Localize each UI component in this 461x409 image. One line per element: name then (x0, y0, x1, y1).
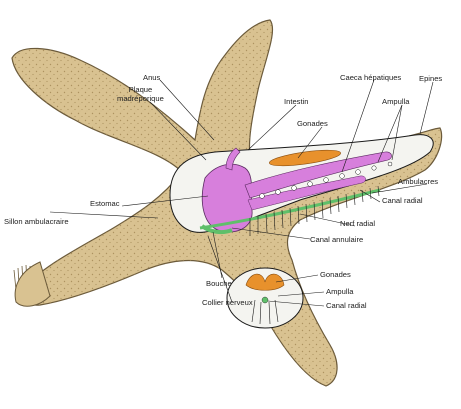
leader-lines (49, 79, 434, 307)
pyloric-caeca-shape (244, 151, 392, 199)
intestine-shape (225, 147, 241, 171)
arm-cross-section (169, 134, 434, 236)
lower-radial-canal (261, 296, 269, 304)
label-canal-radial-bottom: Canal radial (326, 301, 367, 310)
label-collier-nerveux: Collier nerveux (202, 298, 253, 307)
label-plaque-line2: madréporique (117, 94, 164, 103)
tube-feet-row (249, 185, 380, 236)
gonads-shape-lower (245, 273, 285, 291)
ring-canal-shape (200, 224, 233, 235)
label-caeca-hepatiques: Caeca hépatiques (340, 73, 402, 82)
label-estomac: Estomac (90, 199, 120, 208)
label-plaque-line1: Plaque (128, 85, 153, 94)
label-gonades-top: Gonades (297, 119, 328, 128)
label-nerf-radial: Nerf radial (340, 219, 376, 228)
label-ampulla-bottom: Ampulla (326, 287, 354, 296)
gonads-shape-arm (269, 149, 341, 167)
label-ampulla-top: Ampulla (382, 97, 410, 106)
ampulla-row (259, 161, 393, 199)
label-sillon-ambulacraire: Sillon ambulacraire (4, 217, 69, 226)
label-intestin: Intestin (284, 97, 309, 106)
label-ambulacres: Ambulacres (398, 177, 439, 186)
lower-left-arm-tip (14, 261, 51, 307)
label-bouche: Bouche (206, 279, 232, 288)
radial-canal-shape (199, 188, 381, 230)
label-plaque-madreporique: Plaque madréporique (117, 85, 164, 103)
label-canal-annulaire: Canal annulaire (310, 235, 364, 244)
lower-arm-cross-section (226, 267, 304, 329)
label-gonades-bottom: Gonades (320, 270, 351, 279)
label-epines: Epines (419, 74, 443, 83)
pyloric-caeca-lower (247, 175, 366, 211)
lower-tube-feet (251, 299, 279, 325)
label-canal-radial-top: Canal radial (382, 196, 423, 205)
label-anus: Anus (143, 73, 161, 82)
